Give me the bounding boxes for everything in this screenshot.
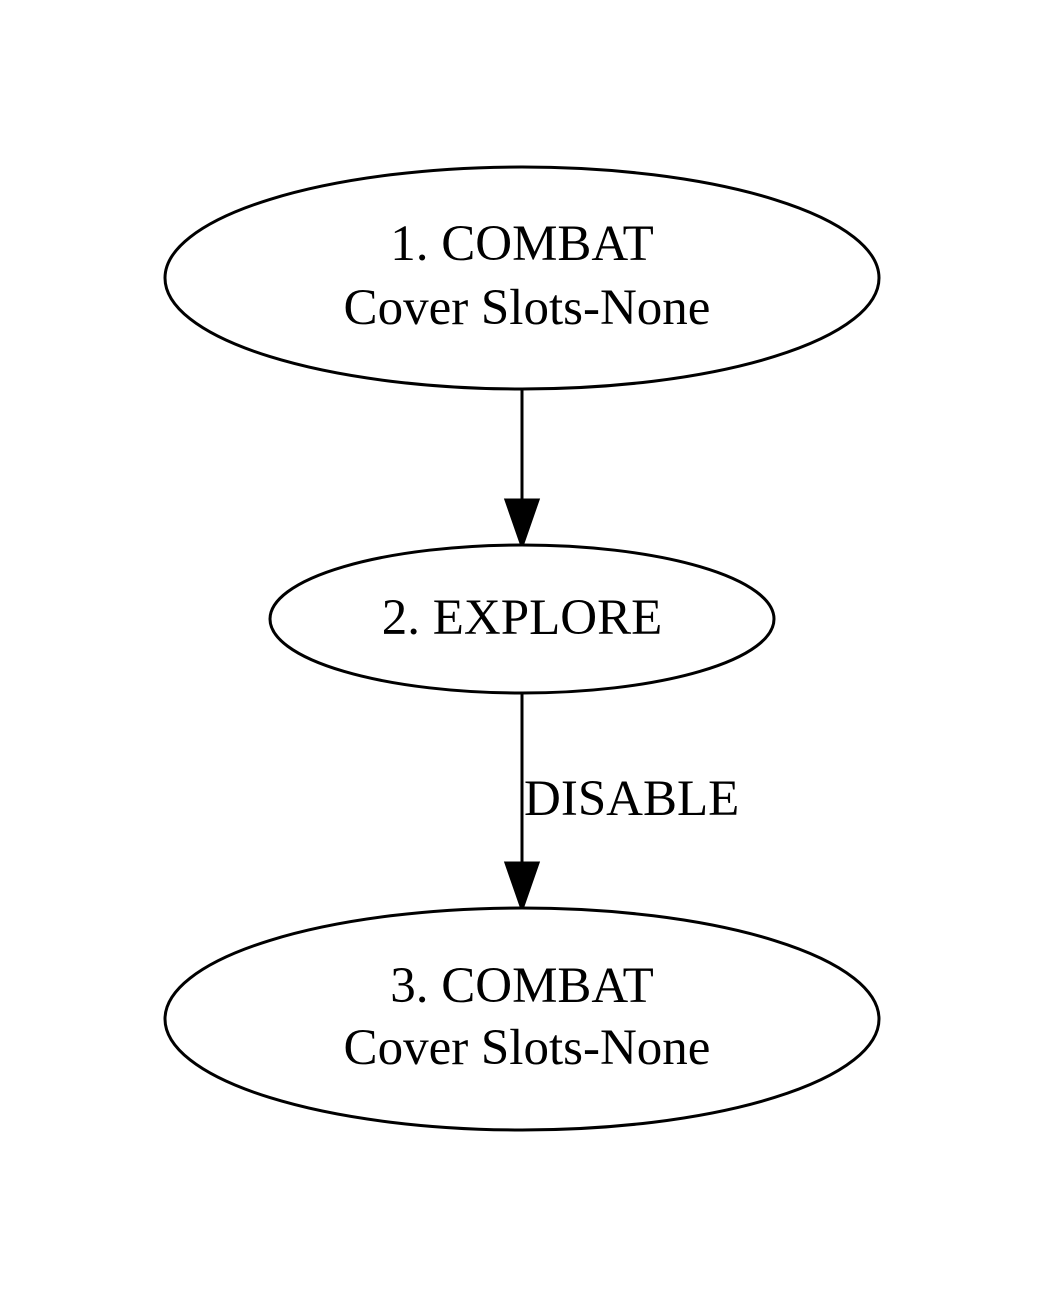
node-2-explore: 2. EXPLORE [268, 543, 776, 695]
node-1-combat: 1. COMBAT Cover Slots-None [163, 165, 881, 391]
node-3-combat: 3. COMBAT Cover Slots-None [163, 906, 881, 1132]
edge-combat-to-explore [503, 390, 541, 551]
arrow-head [503, 861, 541, 914]
edge-label-disable: DISABLE [524, 771, 739, 827]
node-ellipse [163, 906, 881, 1132]
node-subtitle: Cover Slots-None [344, 1020, 711, 1076]
node-title: 1. COMBAT [390, 216, 654, 272]
node-ellipse [268, 543, 776, 695]
node-subtitle: Cover Slots-None [344, 280, 711, 336]
arrow-head [503, 498, 541, 551]
node-title: 2. EXPLORE [382, 590, 663, 646]
edge-explore-to-combat: DISABLE [503, 694, 739, 914]
node-ellipse [163, 165, 881, 391]
node-title: 3. COMBAT [390, 958, 654, 1014]
